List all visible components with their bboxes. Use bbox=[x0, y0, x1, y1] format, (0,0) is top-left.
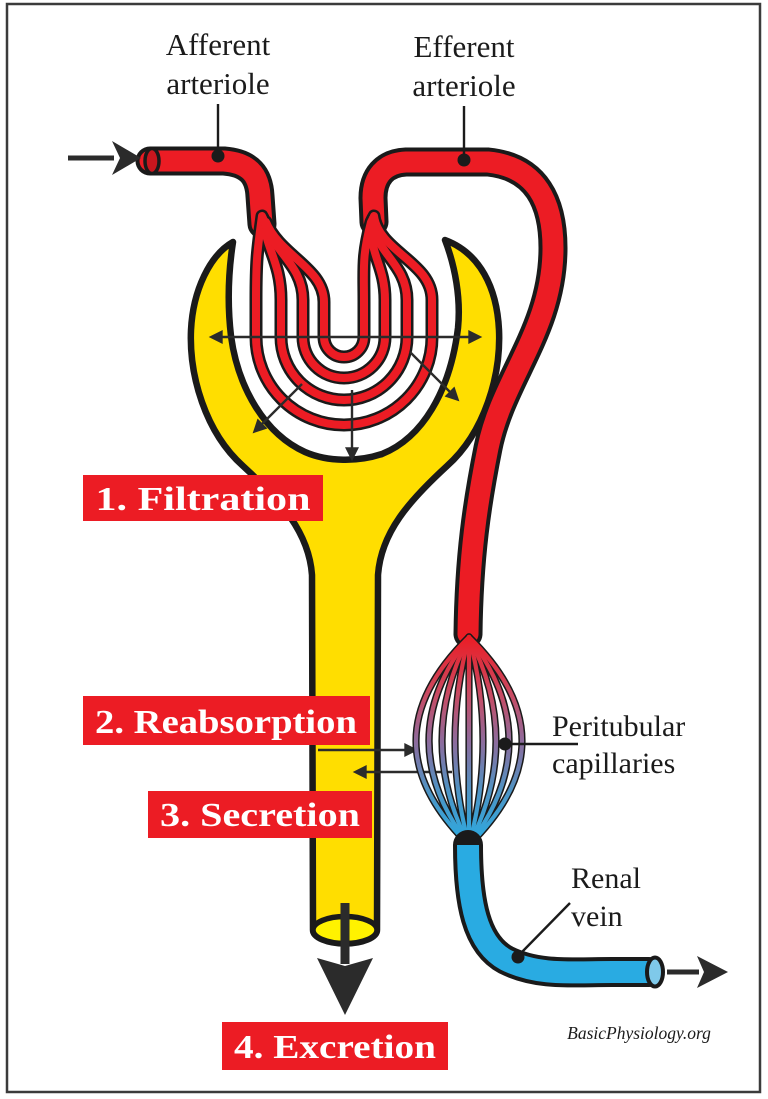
glomerulus-loops bbox=[249, 209, 439, 432]
efferent-arteriole-label: Efferent arteriole bbox=[412, 29, 515, 103]
renal-vein-label-line2: vein bbox=[571, 900, 623, 933]
afferent-arteriole-label: Afferent arteriole bbox=[166, 27, 271, 101]
renal-vein-leader-line bbox=[520, 902, 571, 954]
flow-out-arrow bbox=[667, 956, 728, 988]
peritubular-label-line2: capillaries bbox=[552, 747, 675, 780]
step-label-secretion-text: 3. Secretion bbox=[160, 797, 360, 834]
step-label-excretion-text: 4. Excretion bbox=[234, 1029, 436, 1066]
efferent-leader-dot bbox=[457, 153, 471, 167]
efferent-label-line2: arteriole bbox=[412, 68, 515, 103]
peritubular-capillaries-label: Peritubular capillaries bbox=[552, 710, 685, 780]
afferent-leader-dot bbox=[211, 149, 225, 163]
flow-in-arrow bbox=[68, 141, 141, 175]
filtration-arrows bbox=[208, 330, 483, 462]
step-label-secretion: 3. Secretion bbox=[148, 791, 372, 838]
step-label-filtration: 1. Filtration bbox=[83, 475, 323, 521]
frame-border bbox=[5, 2, 762, 1094]
afferent-label-line2: arteriole bbox=[166, 66, 269, 101]
renal-vein-label: Renal vein bbox=[571, 862, 641, 933]
afferent-arteriole-tube bbox=[135, 146, 277, 239]
filtration-arrow-down-right bbox=[409, 351, 460, 402]
afferent-label-line1: Afferent bbox=[166, 27, 271, 62]
bowmans-capsule-and-tubule bbox=[187, 236, 503, 947]
renal-vein-label-line1: Renal bbox=[571, 862, 641, 895]
efferent-label-line1: Efferent bbox=[414, 29, 515, 64]
vein-opening bbox=[645, 955, 665, 989]
renal-vein-tube bbox=[453, 830, 665, 989]
step-label-excretion: 4. Excretion bbox=[222, 1022, 448, 1070]
credit-text: BasicPhysiology.org bbox=[567, 1023, 711, 1043]
renal-vein-leader-dot bbox=[511, 950, 525, 964]
step-label-reabsorption-text: 2. Reabsorption bbox=[95, 704, 357, 741]
excretion-arrow bbox=[317, 903, 373, 1015]
peritubular-leader-dot bbox=[498, 737, 512, 751]
leader-lines bbox=[211, 104, 578, 964]
afferent-opening bbox=[143, 146, 161, 176]
peritubular-label-line1: Peritubular bbox=[552, 710, 685, 743]
step-label-reabsorption: 2. Reabsorption bbox=[83, 696, 370, 745]
step-label-filtration-text: 1. Filtration bbox=[96, 481, 311, 518]
efferent-arteriole-tube bbox=[358, 147, 568, 649]
filtration-arrow-down-left bbox=[252, 383, 303, 434]
